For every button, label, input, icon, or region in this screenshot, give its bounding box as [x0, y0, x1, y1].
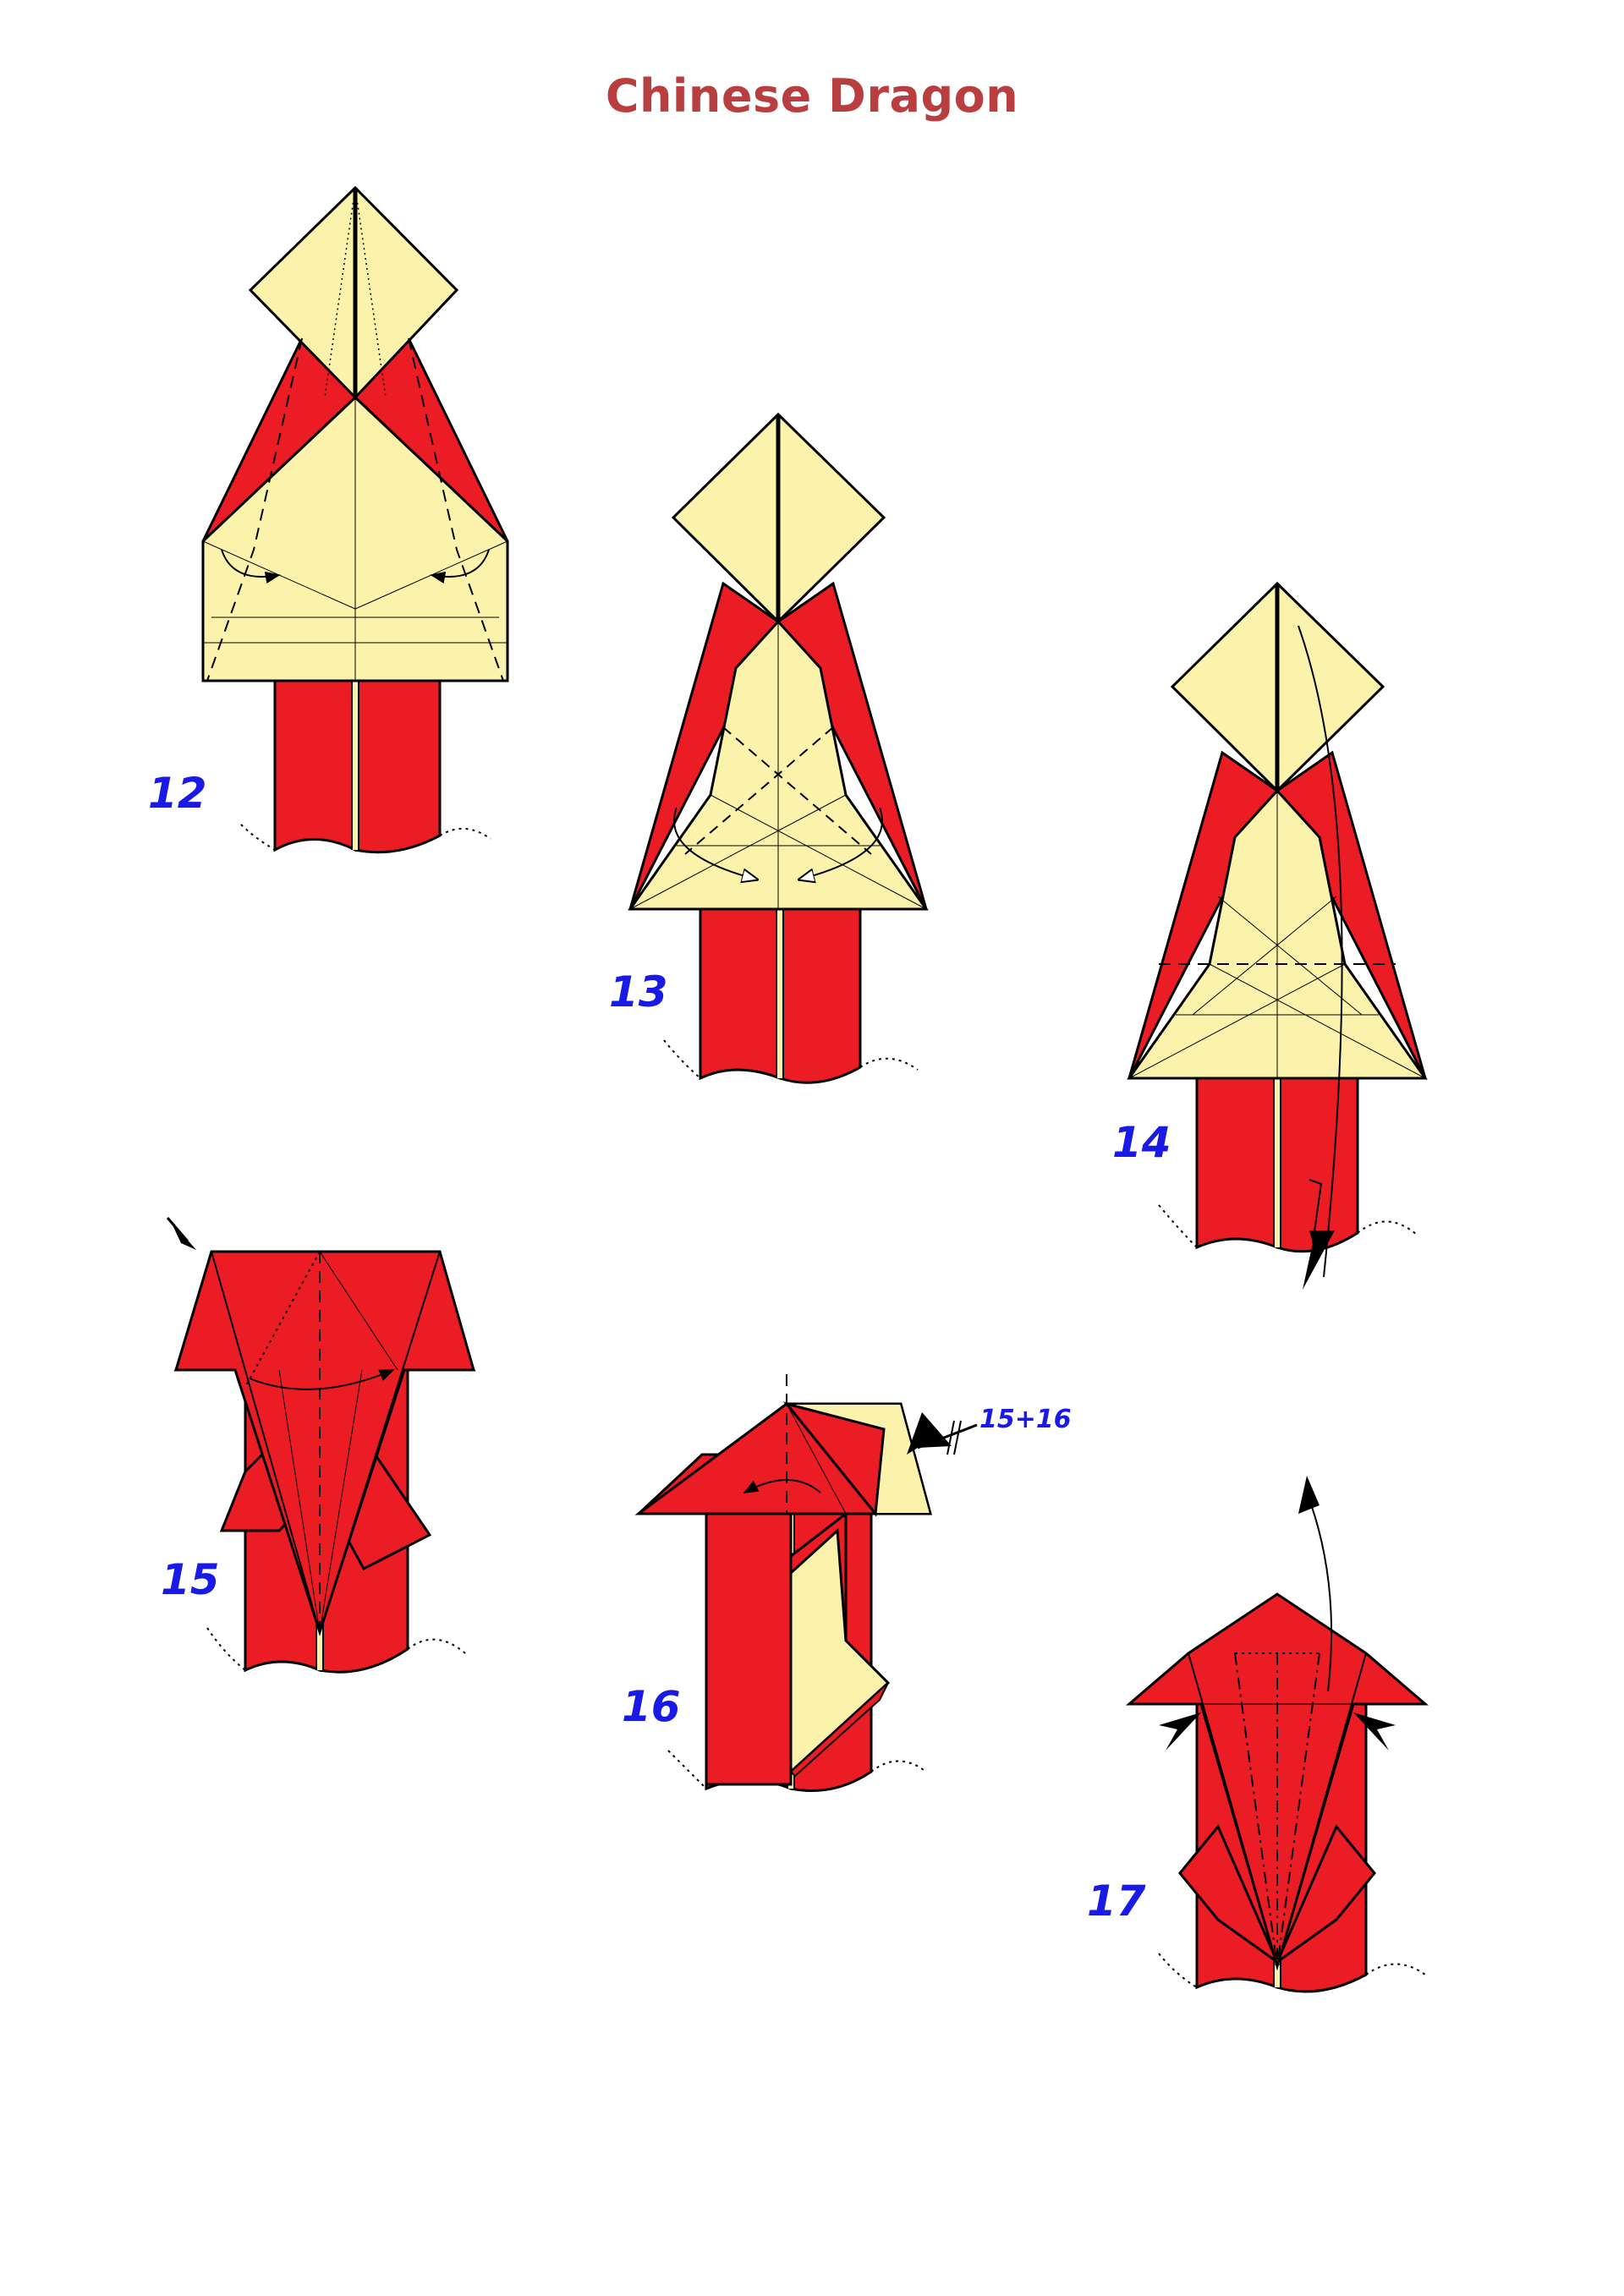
step-16-note: 15+16	[979, 1405, 1072, 1434]
step-12-figure	[201, 185, 509, 854]
step-13-number: 13	[609, 967, 668, 1016]
step-14-figure	[1127, 581, 1428, 1290]
step-17-figure	[1125, 1476, 1429, 1993]
step-15-figure	[166, 1217, 476, 1674]
page-title: Chinese Dragon	[605, 69, 1019, 123]
step-16-figure	[634, 1374, 978, 1792]
step-15-number: 15	[161, 1555, 220, 1604]
step-12-number: 12	[148, 769, 207, 818]
step-14-number: 14	[1112, 1118, 1171, 1167]
step-16-number: 16	[622, 1682, 681, 1731]
step-17-number: 17	[1087, 1877, 1146, 1926]
step-13-figure	[628, 412, 929, 1084]
